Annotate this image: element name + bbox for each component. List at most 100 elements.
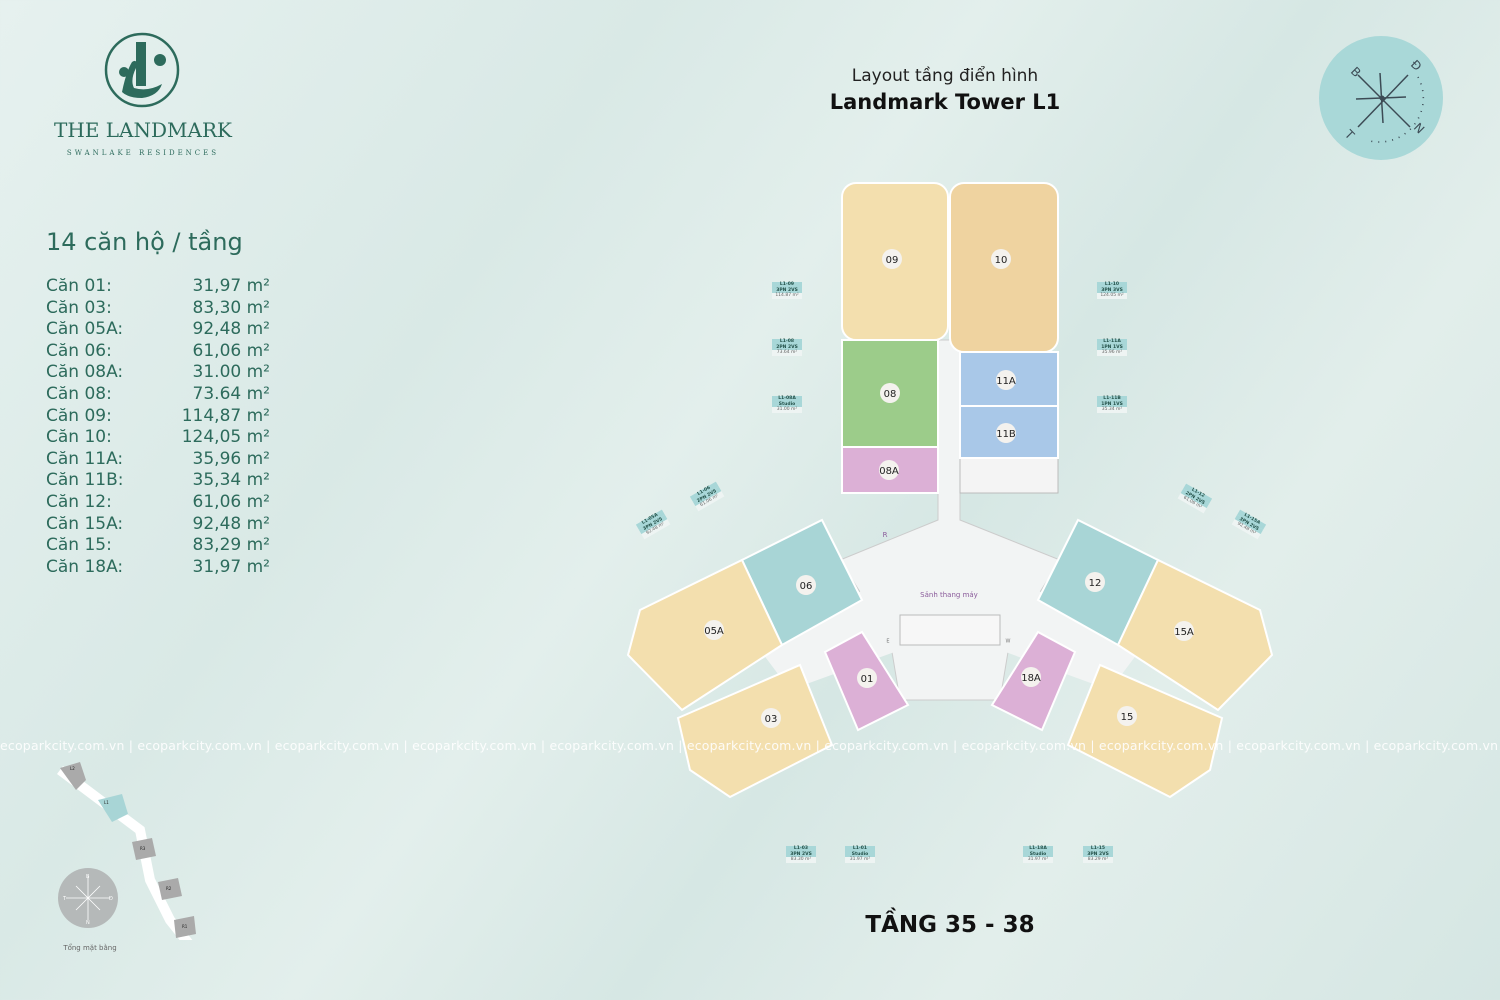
unit-number-badge: [1085, 572, 1105, 592]
unit-name: Căn 05A:: [46, 319, 124, 340]
site-block-label: R3: [140, 846, 146, 851]
unit-name: Căn 15:: [46, 535, 112, 556]
unit-number: 15: [1121, 712, 1134, 723]
unit-name: Căn 18A:: [46, 556, 124, 577]
layout-subtitle: Layout tầng điển hình: [851, 66, 1039, 86]
unit-area: 124,05 m²: [181, 427, 270, 448]
unit-type: 1PN 1VS: [1097, 344, 1127, 350]
unit-area: 31,97 m²: [192, 556, 270, 577]
room-r-label: R: [883, 531, 888, 539]
unit-number-badge: [880, 383, 900, 403]
site-block-label: L2: [70, 766, 75, 771]
watermark: ecoparkcity.com.vn | ecoparkcity.com.vn …: [0, 738, 1500, 753]
unit-tag-area: 124.05 m²: [1097, 293, 1127, 299]
unit-15[interactable]: [1066, 663, 1224, 799]
unit-tag-area: 35.34 m²: [1097, 407, 1127, 413]
unit-number-badge: [761, 708, 781, 728]
unit-type: Studio: [845, 851, 875, 857]
unit-area: 31.00 m²: [192, 362, 270, 383]
unit-05a[interactable]: [626, 558, 784, 712]
unit-number: 10: [995, 255, 1008, 266]
unit-code: L1-09: [772, 282, 802, 288]
unit-area-row: Căn 08A: 31.00 m²: [46, 362, 270, 384]
unit-number-badge: [879, 460, 899, 480]
unit-area-row: Căn 18A: 31,97 m²: [46, 557, 270, 579]
unit-code: L1-03: [786, 846, 816, 852]
unit-number: 01: [861, 674, 874, 685]
unit-area: 61,06 m²: [192, 491, 270, 512]
unit-03[interactable]: [676, 663, 834, 799]
unit-name: Căn 09:: [46, 405, 112, 426]
unit-type: 3PN 2VS: [1083, 851, 1113, 857]
unit-name: Căn 11A:: [46, 448, 124, 469]
unit-name: Căn 03:: [46, 297, 112, 318]
unit-code: L1-08: [772, 339, 802, 345]
unit-area: 61,06 m²: [192, 340, 270, 361]
unit-code: L1-11B: [1097, 396, 1127, 402]
unit-code: L1-18A: [1023, 846, 1053, 852]
unit-area-row: Căn 05A:92,48 m²: [46, 319, 270, 341]
unit-name: Căn 08:: [46, 383, 112, 404]
unit-tag-area: 73.64 m²: [772, 350, 802, 356]
unit-code: L1-10: [1097, 282, 1127, 288]
unit-area: 73.64 m²: [192, 383, 270, 404]
floor-range: TẦNG 35 - 38: [865, 912, 1035, 938]
unit-type: 3PN 2VS: [772, 287, 802, 293]
unit-number: 15A: [1174, 627, 1194, 638]
site-map-caption: Tổng mặt bằng: [63, 944, 117, 952]
brand-logo-emblem: [104, 32, 180, 108]
unit-number: 12: [1089, 578, 1102, 589]
site-compass-north: B: [86, 874, 90, 880]
unit-area: 31,97 m²: [192, 276, 270, 296]
stairwell: [959, 457, 1059, 494]
unit-number: 18A: [1021, 673, 1041, 684]
unit-area: 92,48 m²: [192, 513, 270, 534]
unit-area-row: Căn 15: 83,29 m²: [46, 535, 270, 557]
unit-tag-area: 31.97 m²: [845, 857, 875, 863]
unit-code: L1-15: [1083, 846, 1113, 852]
site-compass-east: Đ: [109, 896, 113, 902]
brand-subtitle: SWANLAKE RESIDENCES: [66, 149, 220, 157]
unit-number-badge: [1174, 621, 1194, 641]
unit-area-row: Căn 03:83,30 m²: [46, 298, 270, 320]
unit-number: 08: [884, 389, 897, 400]
unit-area-row: Căn 11A:35,96 m²: [46, 449, 270, 471]
unit-area: 114,87 m²: [181, 405, 270, 426]
unit-number-badge: [796, 575, 816, 595]
unit-15a[interactable]: [1116, 558, 1274, 712]
units-per-floor-heading: 14 căn hộ / tầng: [46, 228, 243, 256]
unit-name: Căn 10:: [46, 427, 112, 448]
unit-area-row: Căn 12:61,06 m²: [46, 492, 270, 514]
unit-type: 3PN 2VS: [786, 851, 816, 857]
unit-tag-area: 114.87 m²: [772, 293, 802, 299]
unit-name: Căn 08A:: [46, 362, 124, 383]
unit-area: 83,29 m²: [192, 535, 270, 556]
unit-type: 1PN 1VS: [1097, 401, 1127, 407]
unit-tag-area: 83.29 m²: [1083, 857, 1113, 863]
unit-tag-area: 31.97 m²: [1023, 857, 1053, 863]
unit-area-row: Căn 09: 114,87 m²: [46, 406, 270, 428]
unit-number: 06: [800, 581, 813, 592]
unit-number: 11B: [996, 429, 1016, 440]
unit-number-badge: [991, 249, 1011, 269]
page-title: Landmark Tower L1: [829, 90, 1061, 114]
site-block-label: R2: [166, 886, 172, 891]
unit-name: Căn 11B:: [46, 470, 124, 491]
site-compass-south: N: [86, 920, 90, 926]
unit-number: 09: [886, 255, 899, 266]
room-e-label: E: [886, 639, 889, 645]
unit-area-row: Căn 06:61,06 m²: [46, 341, 270, 363]
unit-area-row: Căn 08: 73.64 m²: [46, 384, 270, 406]
unit-number: 08A: [879, 466, 899, 477]
unit-number: 05A: [704, 626, 724, 637]
site-block-label: R1: [182, 924, 188, 929]
compass-icon: B Đ T N: [1319, 36, 1443, 160]
unit-area-row: Căn 01:31,97 m²: [46, 276, 270, 298]
unit-tag-area: 35.96 m²: [1097, 350, 1127, 356]
